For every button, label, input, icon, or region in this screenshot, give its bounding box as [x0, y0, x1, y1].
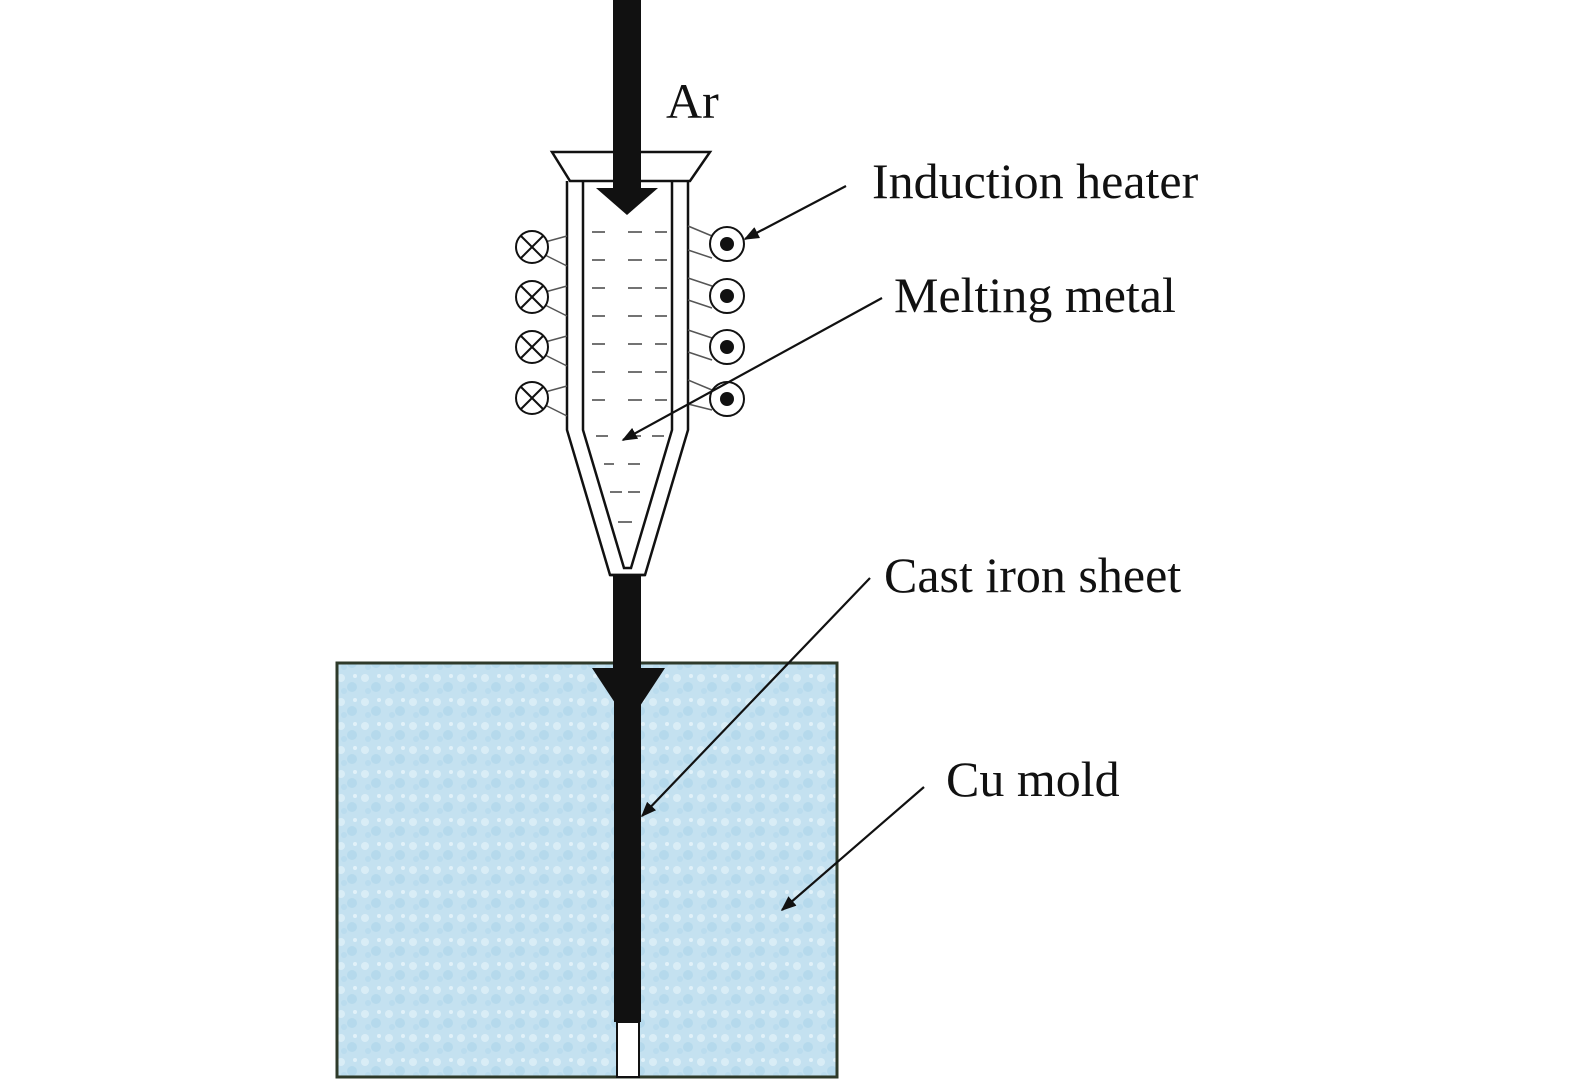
- coil-cross-icon: [515, 330, 549, 364]
- cast-iron-sheet: [592, 668, 665, 1078]
- coil-cross-icon: [515, 280, 549, 314]
- cu-mold-pointer: [780, 786, 925, 912]
- ar-label: Ar: [666, 73, 719, 129]
- coil-current-in-icons: [515, 230, 549, 415]
- coil-dot-icon: [709, 278, 745, 314]
- melting-metal-label: Melting metal: [894, 267, 1176, 323]
- melt-stream: [613, 575, 641, 670]
- coil-dot-icon: [709, 329, 745, 365]
- ar-gas-arrow: [596, 0, 658, 215]
- melting-metal-pointer: [621, 297, 883, 441]
- induction-heater-pointer: [743, 185, 847, 240]
- crucible-tube: [549, 150, 713, 577]
- cu-mold: [335, 661, 839, 1079]
- cast-iron-sheet-label: Cast iron sheet: [884, 547, 1182, 603]
- induction-coil-windings: [544, 225, 713, 417]
- coil-cross-icon: [515, 230, 549, 264]
- leader-arrows: [621, 185, 925, 912]
- coil-current-out-icons: [709, 226, 745, 417]
- induction-heater-label: Induction heater: [872, 153, 1199, 209]
- coil-dot-icon: [709, 226, 745, 262]
- cu-mold-label: Cu mold: [946, 751, 1120, 807]
- coil-dot-icon: [709, 381, 745, 417]
- melting-metal: [592, 231, 667, 523]
- coil-cross-icon: [515, 381, 549, 415]
- cast-iron-sheet-pointer: [640, 577, 871, 818]
